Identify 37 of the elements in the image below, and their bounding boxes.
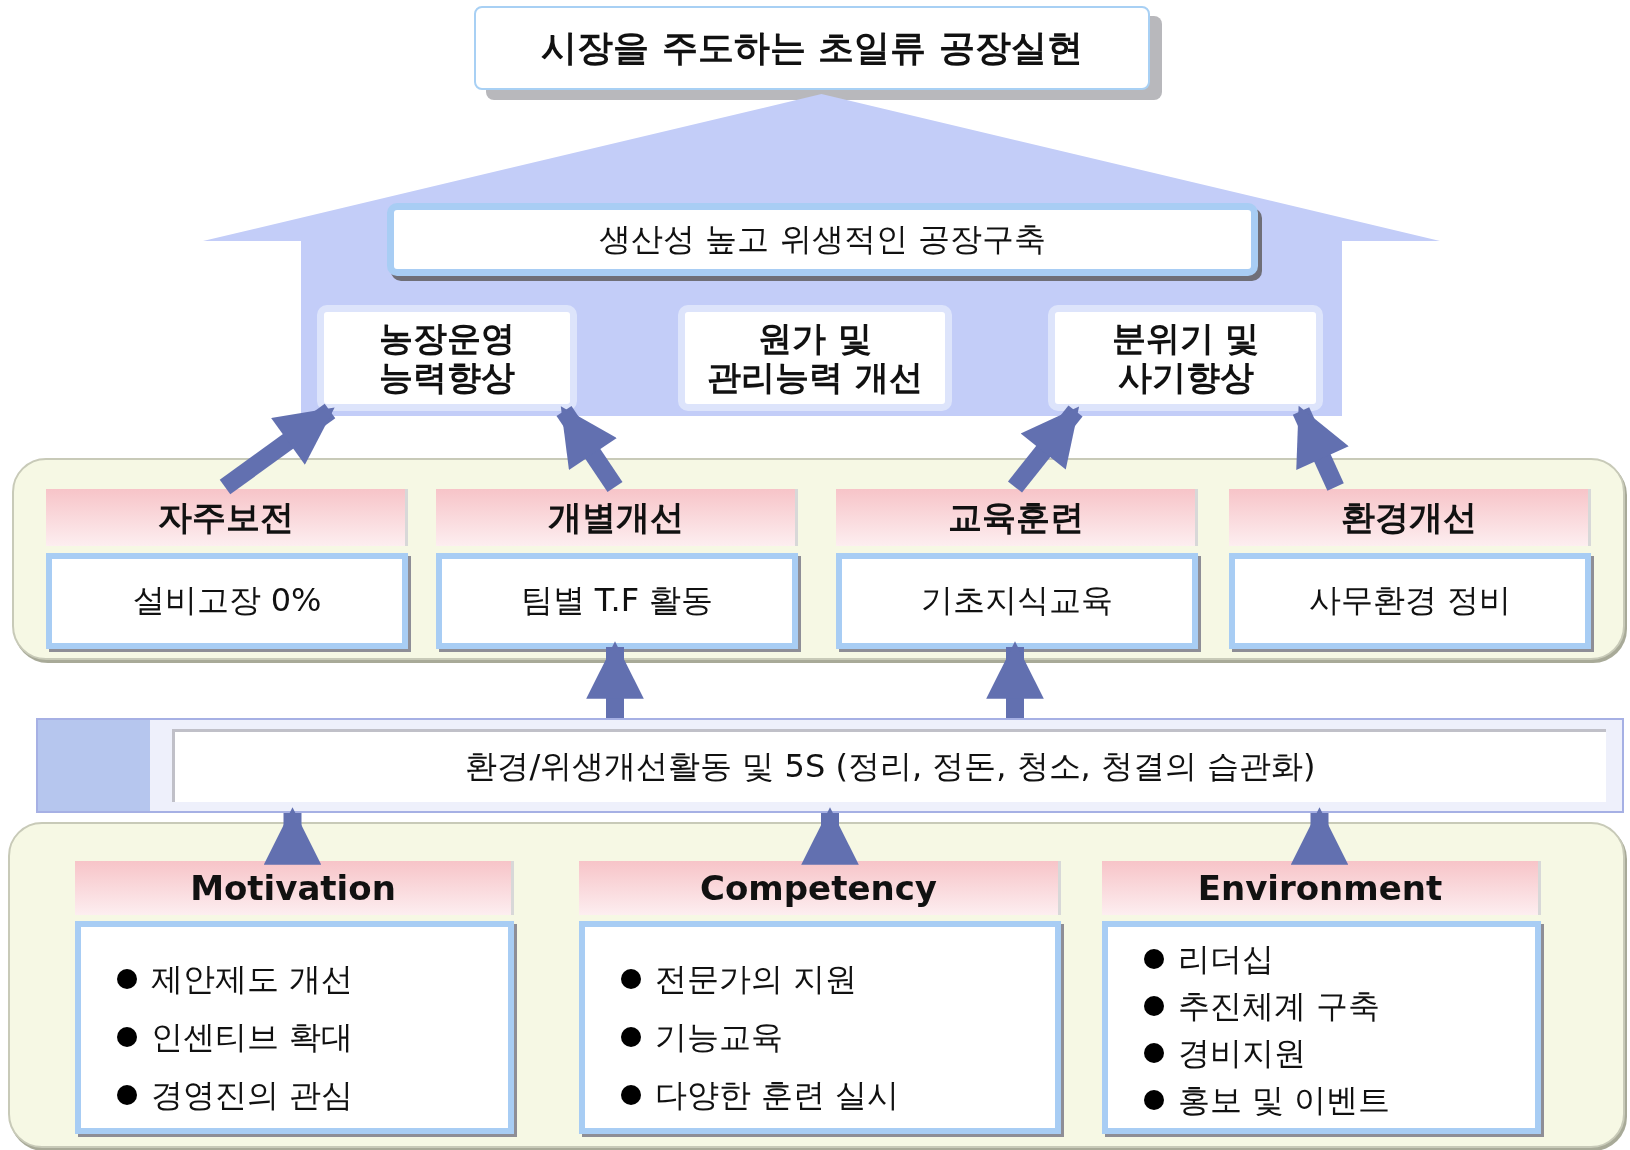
list-item: 홍보 및 이벤트 [1178,1080,1391,1121]
column-header: 자주보전 [46,489,408,546]
list-item: 추진체계 구축 [1178,986,1381,1027]
goal-box: 원가 및 관리능력 개선 [678,305,952,411]
column-header: 환경개선 [1229,489,1591,546]
arrow [1290,807,1349,865]
column-header: Motivation [75,861,514,915]
panel-background [12,458,1625,660]
list-item: 인센티브 확대 [151,1017,354,1058]
column-body: 팀별 T.F 활동 [436,553,798,649]
column-header: Environment [1102,861,1541,915]
list-item: 경영진의 관심 [151,1075,354,1116]
arrow [801,807,859,865]
list-item: 제안제도 개선 [151,959,354,1000]
activity-band: 환경/위생개선활동 및 5S (정리, 정돈, 청소, 청결의 습관화) [172,729,1606,802]
column-body: 설비고장 0% [46,553,408,649]
column-header: Competency [579,861,1061,915]
list-item: 리더십 [1178,939,1274,980]
arrow [586,641,644,718]
arrow [986,641,1044,718]
list-item: 기능교육 [655,1017,783,1058]
panel-background [8,822,1625,1148]
arrow [219,403,336,495]
goal-box: 농장운영 능력향상 [317,305,577,411]
column-header: 교육훈련 [836,489,1198,546]
list-item: 경비지원 [1178,1033,1306,1074]
arrow [263,807,322,865]
column-header: 개별개선 [436,489,798,546]
column-body: 사무환경 정비 [1229,553,1591,649]
band-background [36,718,1624,813]
arrow [1292,405,1349,491]
list-item: 전문가의 지원 [655,959,858,1000]
arrow [1007,405,1083,493]
column-body: 기초지식교육 [836,553,1198,649]
list-item: 다양한 훈련 실시 [655,1075,900,1116]
goal-box: 분위기 및 사기향상 [1048,305,1323,411]
arrow [556,405,623,493]
